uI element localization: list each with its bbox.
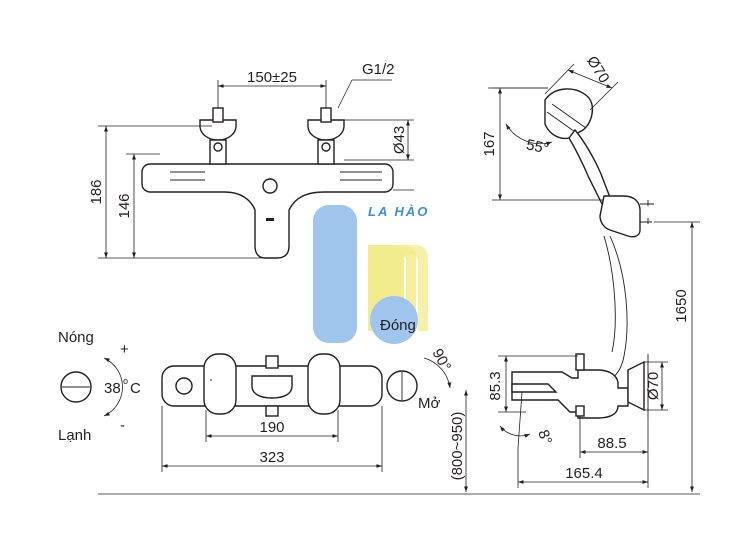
flange-diameter-label: Ø43	[391, 126, 408, 154]
right-thread	[320, 107, 332, 123]
watermark-logo: LA HÀO	[313, 204, 429, 344]
thread-leader	[337, 79, 353, 109]
side-diameter-label: Ø70	[645, 372, 662, 400]
hot-label: Nóng	[58, 329, 94, 346]
top-view: 150±25 G1/2 Ø43 186 146	[88, 61, 414, 259]
side-wall-flange	[627, 360, 645, 412]
side-bottom-outlet	[575, 405, 585, 417]
cold-label: Lạnh	[58, 427, 91, 444]
height-body-label: 146	[116, 193, 133, 218]
spout-angle-arc	[499, 425, 531, 438]
head-ext-2	[589, 81, 619, 111]
temp-arc	[103, 357, 123, 417]
angle-arc	[505, 123, 553, 146]
temp-degree: o	[123, 376, 128, 386]
closed-label: Đóng	[380, 317, 416, 334]
overall-depth-label: 165.4	[565, 465, 603, 482]
outlet-depth-label: 88.5	[597, 435, 626, 452]
shower-face-1	[551, 103, 587, 129]
brand-mark	[266, 218, 274, 221]
watermark-blue-dot	[370, 296, 418, 344]
side-body	[511, 369, 629, 419]
shower-hose	[609, 235, 628, 381]
temp-unit: C	[130, 380, 141, 397]
holder-bracket	[640, 200, 654, 224]
front-left-handle	[203, 353, 237, 415]
shower-hose-inner	[603, 235, 616, 353]
side-view: 85.3 Ø70 8° 88.5 165.4	[487, 353, 668, 488]
left-eccentric-flange	[199, 119, 237, 141]
open-label: Mở	[418, 395, 440, 412]
minus-sign: -	[120, 417, 125, 434]
side-height-label: 85.3	[487, 371, 504, 400]
front-top-outlet	[265, 355, 279, 369]
right-nut	[321, 142, 331, 152]
shower-head	[544, 88, 594, 140]
left-thread	[212, 107, 224, 123]
left-nut	[213, 142, 223, 152]
plus-sign: +	[120, 341, 129, 358]
shower-holder	[599, 195, 641, 238]
spout-angle-ref	[517, 391, 523, 449]
front-knob-cap	[175, 377, 193, 395]
body-center-hole	[262, 178, 278, 194]
side-spout	[511, 383, 558, 393]
front-spout	[251, 375, 293, 399]
mount-height-label: 1650	[673, 289, 690, 322]
shower-height-label: 167	[481, 131, 498, 156]
spacing-label: 150±25	[247, 69, 297, 86]
head-diameter-label: Ø70	[583, 53, 612, 86]
hand-shower: Ø70 55° 167 1650	[481, 53, 700, 492]
head-ext-1	[544, 63, 575, 95]
side-top-outlet	[575, 353, 585, 371]
shower-face-2	[546, 111, 579, 135]
temp-value: 38	[104, 380, 121, 397]
body-outline	[141, 163, 394, 259]
head-dim-line	[567, 69, 613, 89]
height-overall-label: 186	[88, 179, 105, 204]
floor-height-label: (800~950)	[449, 412, 466, 481]
width-overall-label: 323	[259, 449, 284, 466]
watermark-brand-text: LA HÀO	[368, 204, 429, 219]
angle-label: 55°	[525, 136, 551, 157]
spout-angle-label: 8°	[534, 428, 555, 447]
lever-arc	[423, 357, 452, 389]
front-bottom-outlet	[265, 405, 279, 417]
thread-label: G1/2	[362, 61, 395, 78]
front-right-handle	[307, 353, 341, 415]
rotation-angle-label: 90°	[428, 346, 454, 374]
right-eccentric-flange	[307, 119, 345, 141]
front-view: Nóng + 38 o C Lạnh - Đóng 90° Mở 190 323	[58, 317, 468, 492]
watermark-blue-bar	[313, 205, 357, 343]
width-inner-label: 190	[259, 419, 284, 436]
